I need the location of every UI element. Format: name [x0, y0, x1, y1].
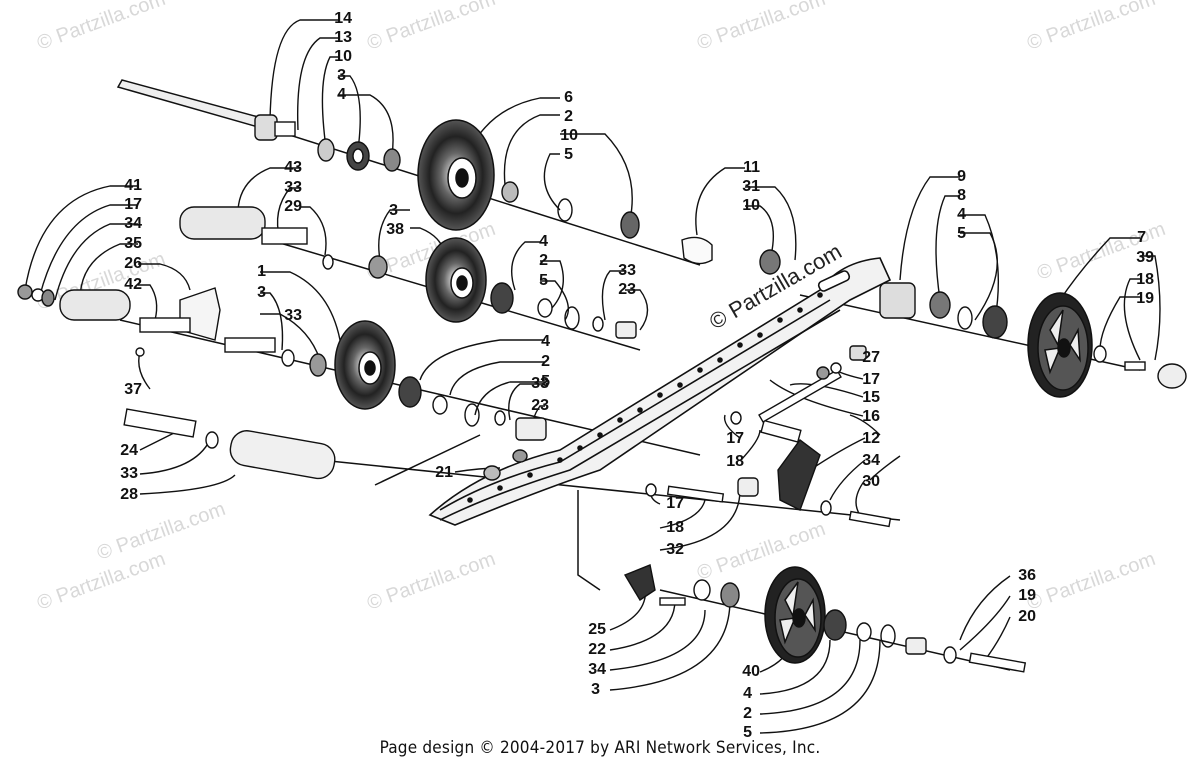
callout: 19 — [1136, 290, 1154, 307]
callout: 3 — [257, 284, 266, 301]
callout: 2 — [743, 705, 752, 722]
callout: 34 — [588, 661, 606, 678]
callout: 25 — [588, 621, 606, 638]
callout-numbers: 14 13 10 3 4 6 2 10 5 11 31 10 9 8 4 5 7… — [120, 10, 1154, 741]
callout: 3 — [389, 202, 398, 219]
callout: 5 — [564, 146, 573, 163]
callout: 2 — [539, 252, 548, 269]
callout: 12 — [862, 430, 880, 447]
callout: 17 — [666, 495, 684, 512]
callout: 26 — [124, 255, 142, 272]
callout: 17 — [726, 430, 744, 447]
callout: 4 — [957, 206, 966, 223]
idler-wheel-38 — [425, 237, 487, 323]
callout: 23 — [531, 397, 549, 414]
callout: 30 — [862, 473, 880, 490]
callout: 17 — [862, 371, 880, 388]
callout: 18 — [1136, 271, 1154, 288]
callout: 18 — [666, 519, 684, 536]
watermark: © Partzilla.com — [1024, 0, 1158, 55]
callout: 43 — [284, 159, 302, 176]
idler-wheel-1 — [334, 320, 396, 410]
callout: 37 — [124, 381, 142, 398]
callout: 22 — [588, 641, 606, 658]
callout: 11 — [743, 159, 760, 176]
callout: 8 — [957, 187, 966, 204]
callout: 36 — [1018, 567, 1036, 584]
callout: 20 — [1018, 608, 1036, 625]
callout: 4 — [337, 86, 346, 103]
footer-copyright: Page design © 2004-2017 by ARI Network S… — [379, 738, 821, 758]
callout: 10 — [334, 48, 352, 65]
callout: 10 — [742, 197, 760, 214]
slide-rail — [428, 257, 892, 526]
callout: 14 — [334, 10, 352, 27]
callout: 6 — [564, 89, 573, 106]
callout: 19 — [1018, 587, 1036, 604]
callout: 4 — [539, 233, 548, 250]
callout: 31 — [742, 178, 760, 195]
callout: 34 — [862, 452, 880, 469]
callout: 10 — [560, 127, 578, 144]
callout: 42 — [124, 276, 142, 293]
callout: 1 — [257, 263, 266, 280]
callout: 18 — [726, 453, 744, 470]
callout: 13 — [334, 29, 352, 46]
watermark: © Partzilla.com — [34, 0, 168, 55]
wheels — [334, 119, 1093, 664]
callout: 24 — [120, 442, 138, 459]
callout: 4 — [743, 685, 752, 702]
callout: 5 — [957, 225, 966, 242]
callout: 3 — [337, 67, 346, 84]
callout: 33 — [284, 307, 302, 324]
callout: 17 — [124, 196, 142, 213]
callout: 5 — [541, 373, 550, 390]
callout: 21 — [435, 464, 453, 481]
callout: 35 — [124, 235, 142, 252]
callout: 23 — [618, 281, 636, 298]
watermark: © Partzilla.com — [364, 548, 498, 615]
callout: 33 — [531, 375, 549, 392]
callout: 5 — [539, 272, 548, 289]
callout: 2 — [564, 108, 573, 125]
idler-wheel-7 — [1027, 292, 1093, 398]
callout: 5 — [743, 724, 752, 741]
callout: 41 — [124, 177, 142, 194]
callout: 32 — [666, 541, 684, 558]
idler-wheel-6 — [417, 119, 495, 231]
callout: 2 — [541, 353, 550, 370]
watermark: © Partzilla.com — [1024, 548, 1158, 615]
callout: 27 — [862, 349, 880, 366]
idler-wheel-40 — [764, 566, 826, 664]
callout: 34 — [124, 215, 142, 232]
callout: 3 — [591, 681, 600, 698]
callout: 4 — [541, 333, 550, 350]
callout: 16 — [862, 408, 880, 425]
callout: 33 — [618, 262, 636, 279]
callout: 28 — [120, 486, 138, 503]
callout: 15 — [862, 389, 880, 406]
watermark: © Partzilla.com — [694, 0, 828, 55]
callout: 40 — [742, 663, 760, 680]
callout: 9 — [957, 168, 966, 185]
long-axle — [116, 79, 264, 128]
callout: 39 — [1136, 249, 1154, 266]
small-parts — [17, 114, 1187, 673]
callout: 29 — [284, 198, 302, 215]
callout: 38 — [386, 221, 404, 238]
callout: 7 — [1137, 229, 1146, 246]
callout: 33 — [284, 179, 302, 196]
watermark: © Partzilla.com — [364, 0, 498, 55]
callout: 33 — [120, 465, 138, 482]
